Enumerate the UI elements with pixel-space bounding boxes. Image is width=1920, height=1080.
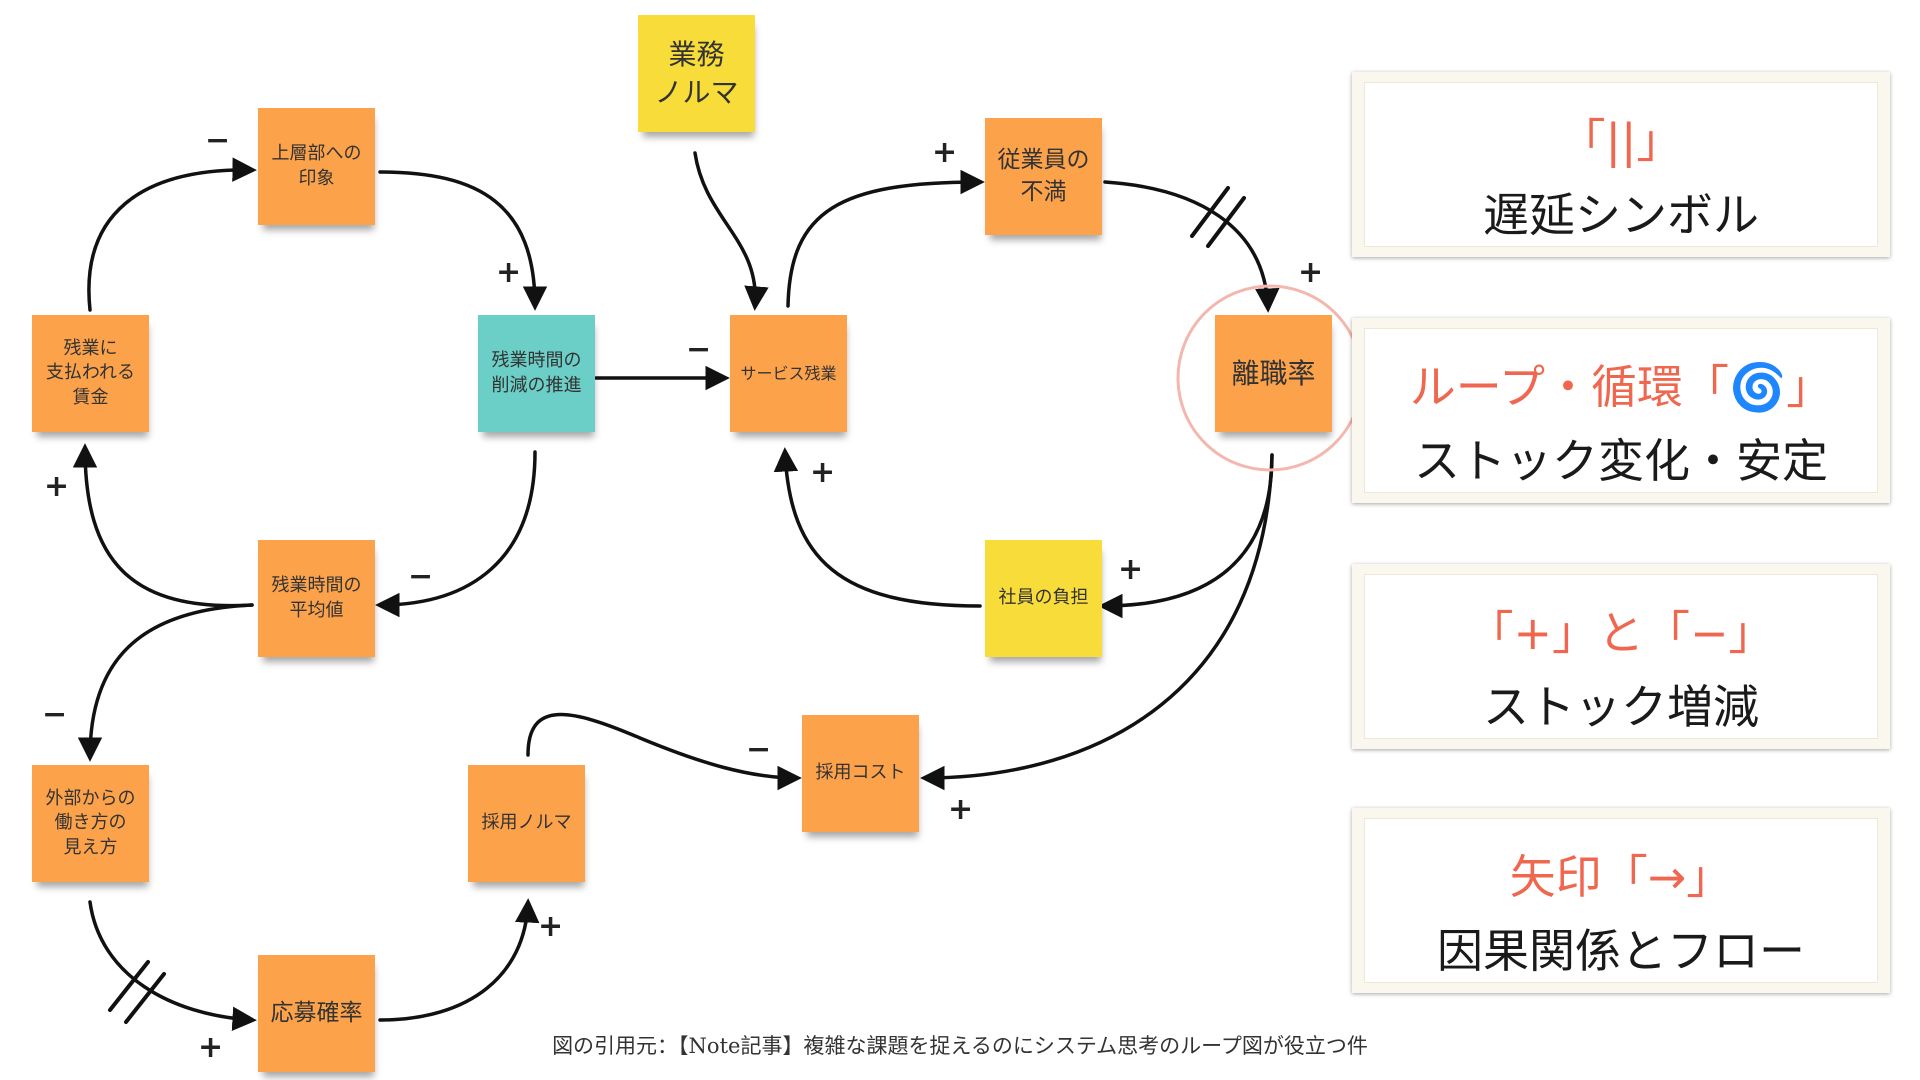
polarity-plus: + <box>44 469 70 504</box>
legend-card-polarity: 「+」と「−」 ストック増減 <box>1352 564 1890 749</box>
node-outside-view: 外部からの 働き方の 見え方 <box>32 765 149 882</box>
arrow-reduction-to-average <box>375 450 537 618</box>
delay-symbol-top <box>1206 196 1246 248</box>
arrow-business-quota-to-service <box>693 151 769 311</box>
node-unpaid-overtime: サービス残業 <box>730 315 847 432</box>
legend-meaning: 遅延シンボル <box>1483 188 1759 242</box>
polarity-plus: + <box>932 135 958 170</box>
node-average-overtime: 残業時間の 平均値 <box>258 540 375 657</box>
legend-symbol: 「||」 <box>1559 114 1683 168</box>
arrow-dissatisfaction-to-turnover <box>1103 180 1280 313</box>
legend-meaning: ストック増減 <box>1483 680 1759 734</box>
polarity-plus: + <box>198 1030 224 1065</box>
node-hiring-quota: 採用ノルマ <box>468 765 585 882</box>
polarity-plus: + <box>948 792 974 827</box>
polarity-minus: − <box>686 332 712 367</box>
arrow-application-to-hiring-quota <box>378 898 540 1022</box>
arrow-wage-to-impression <box>87 157 257 312</box>
legend-card-loop: ループ・循環「🌀」 ストック変化・安定 <box>1352 318 1890 503</box>
node-impression: 上層部への 印象 <box>258 108 375 225</box>
legend-symbol: 「+」と「−」 <box>1467 606 1775 660</box>
node-reduction-push: 残業時間の 削減の推進 <box>478 315 595 432</box>
delay-symbol-bottom <box>124 972 166 1024</box>
delay-symbol-top <box>1190 186 1230 238</box>
arrow-average-to-outside-view <box>77 603 254 762</box>
legend-meaning: ストック変化・安定 <box>1414 434 1828 488</box>
delay-symbol-bottom <box>108 960 150 1012</box>
source-caption: 図の引用元：【Note記事】複雑な課題を捉えるのにシステム思考のループ図が役立つ… <box>552 1034 1368 1058</box>
node-hiring-cost: 採用コスト <box>802 715 919 832</box>
polarity-plus: + <box>1118 552 1144 587</box>
arrow-turnover-to-hiring-cost <box>920 453 1274 791</box>
node-turnover-rate: 離職率 <box>1215 315 1332 432</box>
node-overtime-wage: 残業に 支払われる 賃金 <box>32 315 149 432</box>
legend-card-delay: 「||」 遅延シンボル <box>1352 72 1890 257</box>
polarity-plus: + <box>538 909 564 944</box>
legend-meaning: 因果関係とフロー <box>1437 924 1805 978</box>
arrow-outside-view-to-application <box>88 900 257 1032</box>
legend-symbol: 矢印「→」 <box>1509 850 1733 904</box>
node-employee-burden: 社員の負担 <box>985 540 1102 657</box>
arrow-burden-to-service <box>773 447 982 608</box>
polarity-minus: − <box>205 123 231 158</box>
polarity-plus: + <box>496 255 522 290</box>
polarity-minus: − <box>42 697 68 732</box>
arrow-impression-to-reduction <box>378 170 548 311</box>
arrow-service-to-dissatisfaction <box>786 169 985 308</box>
polarity-plus: + <box>1298 255 1324 290</box>
arrow-hiring-quota-to-hiring-cost <box>526 712 802 791</box>
legend-card-arrow: 矢印「→」 因果関係とフロー <box>1352 808 1890 993</box>
node-application-rate: 応募確率 <box>258 955 375 1072</box>
arrow-average-to-wage <box>72 443 254 608</box>
polarity-minus: − <box>746 732 772 767</box>
polarity-minus: − <box>408 559 434 594</box>
node-business-quota: 業務 ノルマ <box>638 15 755 132</box>
polarity-plus: + <box>810 455 836 490</box>
node-dissatisfaction: 従業員の 不満 <box>985 118 1102 235</box>
legend-symbol: ループ・循環「🌀」 <box>1409 360 1833 414</box>
